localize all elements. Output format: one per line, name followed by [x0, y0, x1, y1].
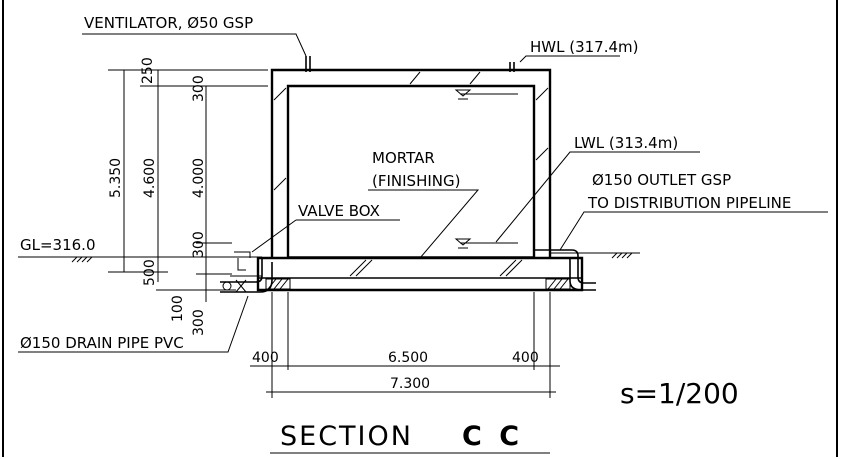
dim-500: 500	[142, 259, 158, 286]
scale-label: s=1/200	[620, 377, 739, 410]
ventilator-pipes	[305, 56, 515, 72]
dim-300-top: 300	[191, 75, 207, 102]
section-title-word: SECTION	[280, 421, 413, 452]
ground-line	[18, 252, 640, 263]
section-title-id: C C	[462, 421, 523, 452]
dim-5350: 5.350	[108, 158, 124, 198]
gravel-blocks	[265, 278, 571, 290]
lwl-label: LWL (313.4m)	[574, 134, 678, 152]
mortar-label-line1: MORTAR	[372, 149, 435, 167]
outlet-pipe	[534, 249, 596, 291]
outlet-label-line2: TO DISTRIBUTION PIPELINE	[587, 194, 791, 212]
dim-400-left: 400	[252, 350, 279, 366]
dim-4000: 4.000	[191, 158, 207, 198]
drawing-frame	[2, 0, 838, 457]
dim-300-bot: 300	[191, 309, 207, 336]
dim-400-right: 400	[512, 350, 539, 366]
water-level-marks	[454, 89, 518, 249]
wall-hatching	[273, 71, 549, 277]
dim-100: 100	[170, 295, 186, 322]
outlet-label-line1: Ø150 OUTLET GSP	[592, 171, 731, 189]
dim-300-mid: 300	[191, 231, 207, 258]
section-title: SECTION C C	[270, 421, 550, 454]
mortar-label-line2: (FINISHING)	[372, 172, 460, 190]
valve-box	[220, 251, 273, 293]
drain-pipe-label: Ø150 DRAIN PIPE PVC	[20, 334, 184, 352]
leader-lines	[18, 33, 828, 353]
tank-structure	[256, 68, 584, 292]
valve-box-label: VALVE BOX	[298, 202, 380, 220]
ventilator-label: VENTILATOR, Ø50 GSP	[84, 14, 253, 32]
dim-7300: 7.300	[390, 376, 430, 392]
dim-6500: 6.500	[388, 350, 428, 366]
hwl-label: HWL (317.4m)	[530, 38, 639, 56]
vertical-dimensions	[108, 69, 268, 302]
dim-250: 250	[140, 57, 156, 84]
dim-4600: 4.600	[142, 158, 158, 198]
horizontal-dimensions	[250, 292, 560, 398]
ground-level-label: GL=316.0	[20, 236, 96, 254]
